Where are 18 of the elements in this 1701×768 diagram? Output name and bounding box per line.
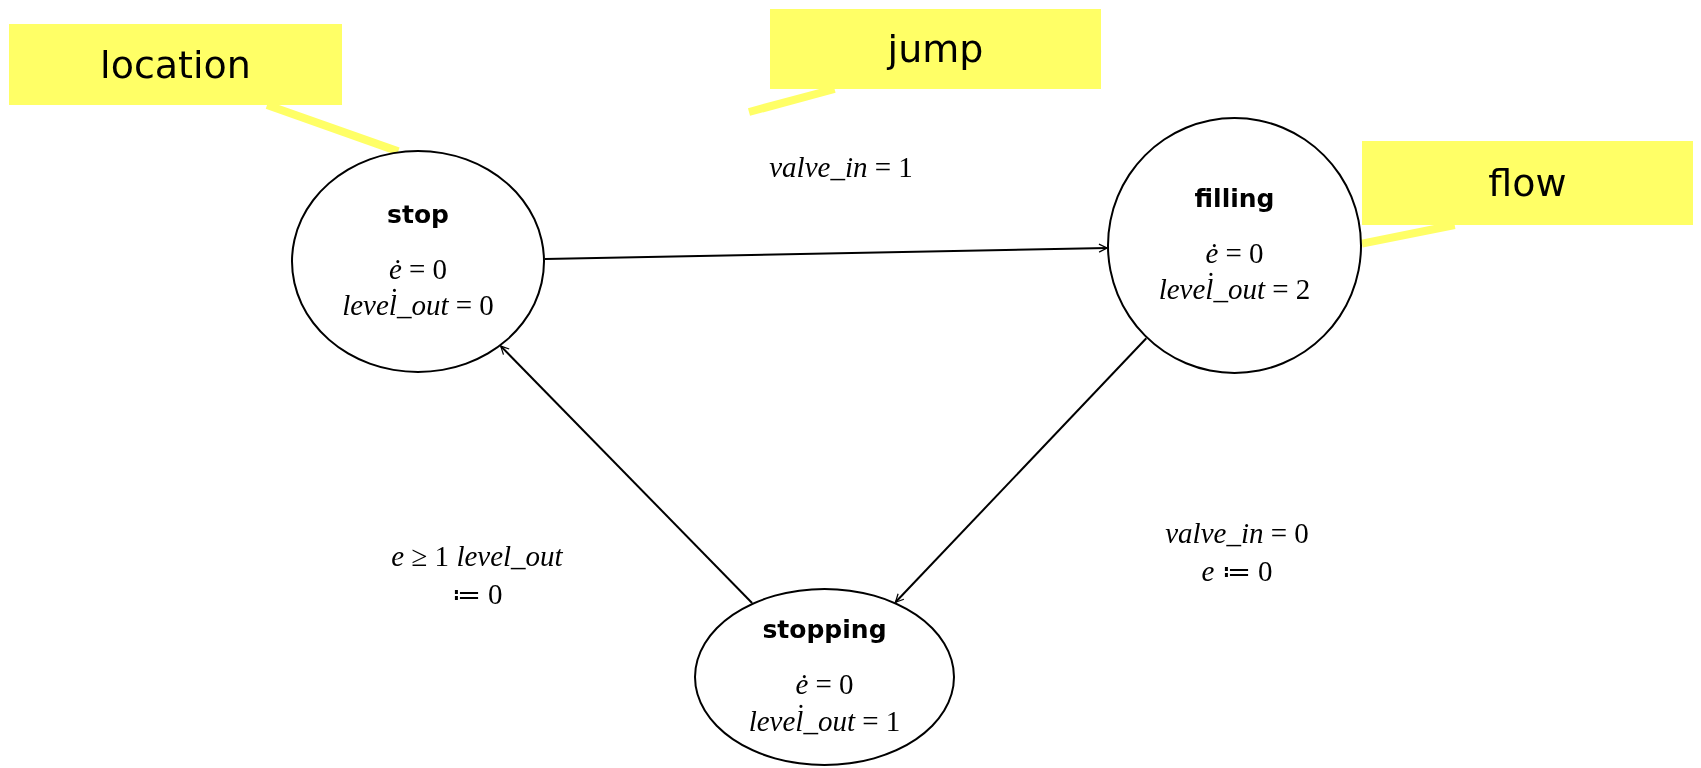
flow-equation: level̇_out = 2: [1158, 272, 1311, 307]
flow-equation: ė = 0: [388, 251, 448, 287]
flow-equation: level̇_out = 0: [342, 288, 494, 323]
state-name: stop: [387, 199, 449, 229]
callout-text: flow: [1488, 161, 1567, 205]
flow-equation: ė = 0: [1205, 235, 1264, 271]
transition-arrow: [543, 243, 1108, 260]
callout-box: [9, 24, 342, 105]
state-name: filling: [1194, 183, 1275, 213]
transition-arrow: [894, 337, 1148, 604]
callout-box: [770, 9, 1101, 89]
callout-box: [1362, 141, 1693, 225]
flow-equation: ė = 0: [795, 667, 854, 703]
callout-text: jump: [887, 27, 984, 71]
callout-text: location: [100, 42, 251, 87]
state-name: stopping: [762, 615, 887, 645]
transition-arrow: [499, 345, 754, 604]
flow-equation: level̇_out = 1: [748, 703, 901, 739]
